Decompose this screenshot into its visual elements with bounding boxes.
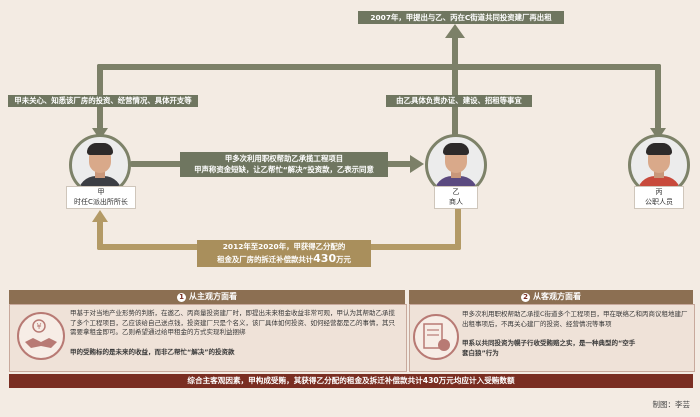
panel-left-emphasis: 甲的受贿标的是未来的收益，而非乙帮忙“解决”的投资款	[70, 348, 235, 356]
arrow-right-icon	[410, 155, 424, 173]
label-bing: 丙 公职人员	[634, 186, 684, 209]
panel-left-number: 1	[177, 293, 186, 302]
connector-return-right	[455, 200, 461, 250]
top-event-box: 2007年，甲提出与乙、丙在C街道共同投资建厂再出租	[358, 11, 564, 24]
bottom-note-line2-pre: 租金及厂房的拆迁补偿款共计	[217, 255, 314, 264]
bottom-note-box: 2012年至2020年，甲获得乙分配的 租金及厂房的拆迁补偿款共计430万元	[197, 240, 371, 267]
document-money-icon	[413, 314, 459, 360]
panel-right-number: 2	[521, 293, 530, 302]
label-yi-role: 商人	[449, 198, 463, 206]
right-note-box: 由乙具体负责办证、建设、招租等事宜	[386, 95, 532, 107]
bottom-note-line2: 租金及厂房的拆迁补偿款共计430万元	[203, 253, 365, 266]
label-yi: 乙 商人	[434, 186, 478, 209]
arrow-up-return-icon	[92, 210, 108, 222]
connector-top	[97, 64, 661, 70]
label-jia-name: 甲	[97, 188, 105, 196]
bottom-note-line1: 2012年至2020年，甲获得乙分配的	[222, 242, 346, 251]
middle-note-line2: 甲声称资金短缺，让乙帮忙“解决”投资款，乙表示同意	[194, 165, 374, 174]
middle-note-line1: 甲多次利用职权帮助乙承揽工程项目	[224, 154, 344, 163]
panel-left	[9, 304, 407, 372]
bottom-note-amount: 430	[313, 252, 337, 265]
panel-left-text: 甲基于对当地产业形势的判断，在邀乙、丙商量投资建厂时，即提出未来租金收益非常可观…	[70, 309, 395, 337]
bottom-note-line2-post: 万元	[336, 255, 351, 264]
panel-right-emphasis-1: 甲系以共同投资为幌子行收受贿赂之实，是一种典型的“空手	[462, 339, 636, 347]
avatar-jia	[69, 134, 131, 196]
connector-right-down	[655, 64, 661, 136]
middle-note-box: 甲多次利用职权帮助乙承揽工程项目 甲声称资金短缺，让乙帮忙“解决”投资款，乙表示…	[180, 152, 388, 177]
label-bing-role: 公职人员	[645, 198, 673, 206]
label-jia: 甲 时任C派出所所长	[66, 186, 136, 209]
svg-text:¥: ¥	[36, 322, 41, 331]
avatar-yi	[425, 134, 487, 196]
avatar-bing	[628, 134, 690, 196]
panel-right-title: 从客观方面看	[533, 292, 581, 301]
left-note-box: 甲未关心、知悉该厂房的投资、经营情况、具体开支等	[8, 95, 198, 107]
panel-right-emphasis-2: 套白狼”行为	[462, 348, 499, 357]
panel-right-emphasis: 甲系以共同投资为幌子行收受贿赂之实，是一种典型的“空手 套白狼”行为	[462, 339, 688, 358]
panel-left-title: 从主观方面看	[189, 292, 237, 301]
label-jia-role: 时任C派出所所长	[74, 198, 128, 206]
conclusion-bar: 综合主客观因素，甲构成受贿，其获得乙分配的租金及拆迁补偿款共计430万元均应计入…	[9, 374, 693, 388]
arrow-up-icon	[445, 24, 465, 38]
credit-text: 制图：李芸	[652, 400, 691, 409]
label-bing-name: 丙	[655, 188, 663, 196]
handshake-money-icon: ¥	[17, 312, 65, 360]
connector-center	[452, 30, 458, 136]
label-yi-name: 乙	[452, 188, 460, 196]
panel-right-text: 甲多次利用职权帮助乙承揽C街道多个工程项目，甲在联络乙和丙商议租地建厂出租事项后…	[462, 310, 688, 328]
connector-return-left	[97, 220, 103, 250]
